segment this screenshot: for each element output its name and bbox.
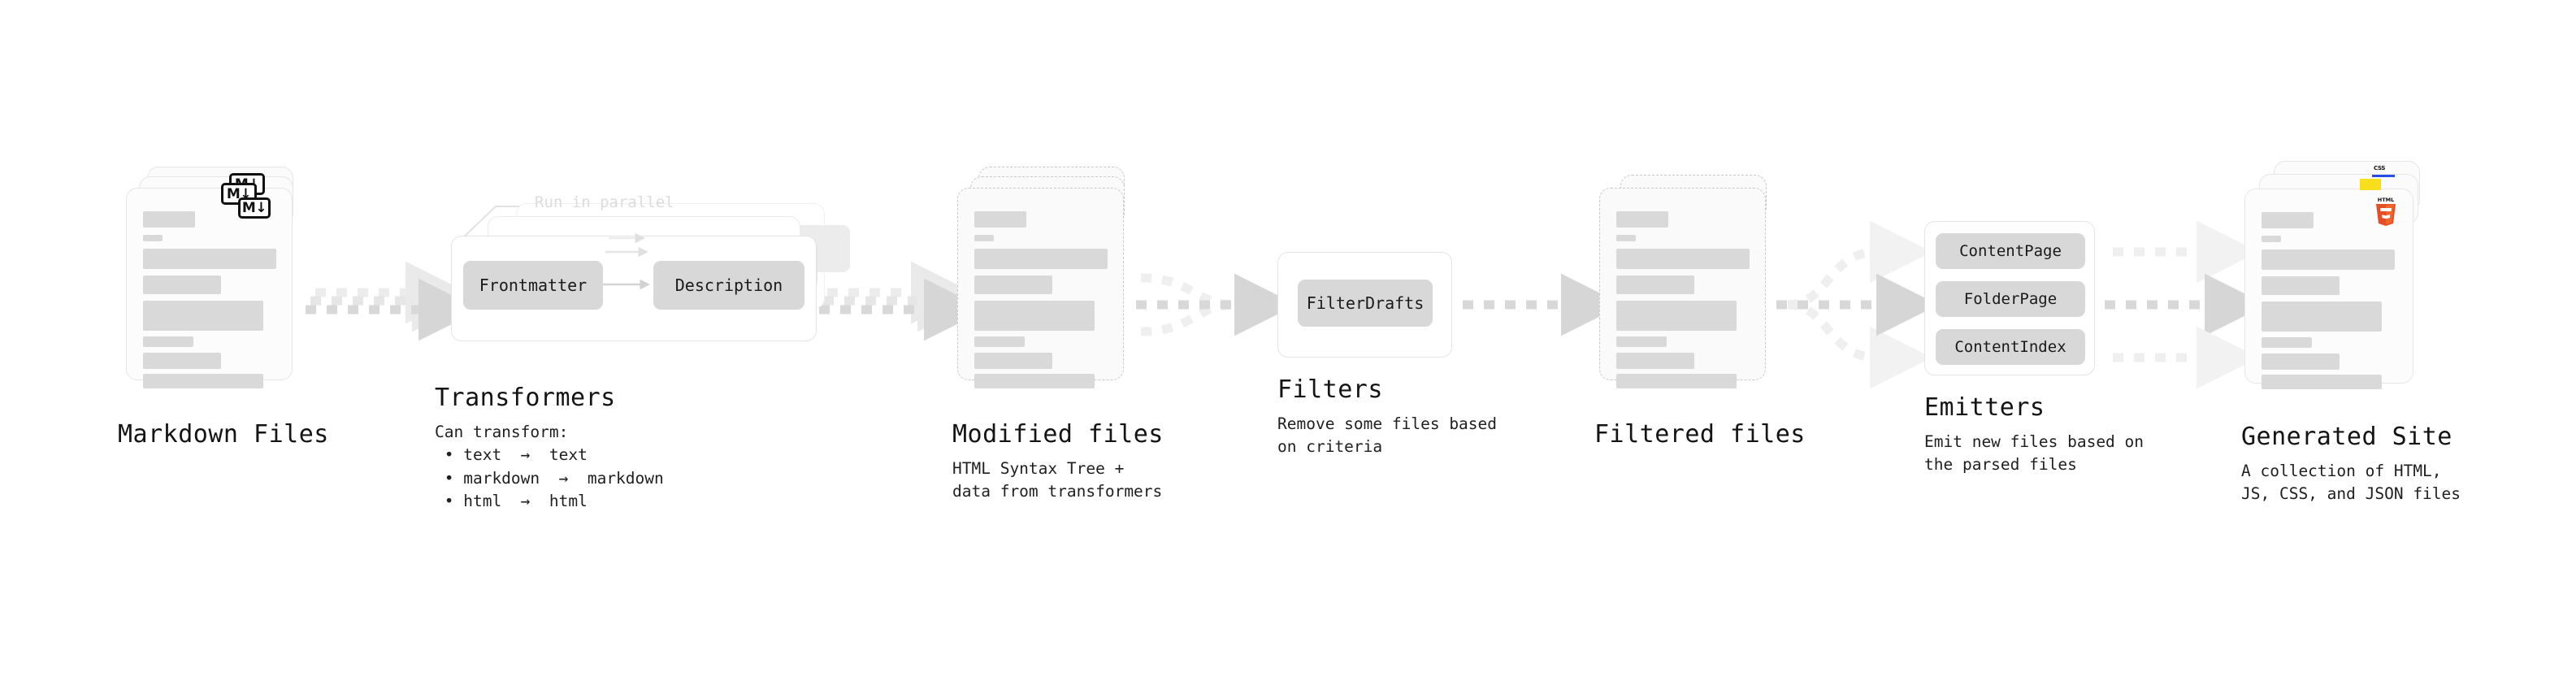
filtered-card-front [1599,188,1766,388]
html5-icon: HTML [2373,195,2399,226]
filtered-file-stack [1599,167,1774,402]
stage-subtitle-modified-files: HTML Syntax Tree + data from transformer… [952,459,1163,501]
markdown-icon: M↓ [238,197,271,219]
stage-transformers: Frontmatter Description Run in parallel [435,193,850,510]
filter-node-filterdrafts[interactable]: FilterDrafts [1298,280,1433,327]
stage-title-transformers: Transformers [435,384,616,412]
stage-title-modified-files: Modified files [952,420,1164,449]
stage-markdown-files: M↓ M↓ M↓ Markdown Files [118,167,328,449]
stage-modified-files: Modified files HTML Syntax Tree + data f… [952,167,1163,501]
stage-title-filters: Filters [1277,375,1383,404]
stage-title-markdown-files: Markdown Files [118,420,329,449]
stage-generated-site: CSS HTML Generated Site A collection of … [2241,161,2461,503]
stage-subtitle-filters: Remove some files based on criteria [1277,414,1498,457]
arrow-filtered-to-emitters [1776,220,1939,389]
generated-site-stack: CSS HTML [2244,161,2431,405]
svg-text:HTML: HTML [2378,197,2394,203]
transformer-node-description[interactable]: Description [653,261,804,310]
stage-title-filtered-files: Filtered files [1594,420,1806,449]
emitter-node-folderpage[interactable]: FolderPage [1936,281,2085,317]
js-icon [2360,179,2381,190]
markdown-card-front [126,188,293,388]
stage-filtered-files: Filtered files [1594,167,1805,449]
markdown-file-stack: M↓ M↓ M↓ [126,167,301,402]
modified-file-stack [957,167,1132,402]
transformer-inner-arrows [599,232,650,290]
emitter-node-contentpage[interactable]: ContentPage [1936,233,2085,269]
transformer-node-frontmatter[interactable]: Frontmatter [463,261,603,310]
filters-card: FilterDrafts [1277,252,1452,358]
arrow-markdown-to-transformers [306,261,481,341]
arrow-modified-to-filters [1136,273,1297,336]
run-in-parallel-label: Run in parallel [535,193,674,211]
stage-subtitle-transformers: Can transform: • text → text • markdown … [435,423,664,510]
transformer-card-front: Frontmatter Description [451,236,817,341]
modified-card-front [957,188,1124,388]
emitters-card: ContentPage FolderPage ContentIndex [1924,221,2095,375]
emitter-node-contentindex[interactable]: ContentIndex [1936,329,2085,365]
arrow-emitters-to-site [2105,220,2267,389]
stage-subtitle-generated-site: A collection of HTML, JS, CSS, and JSON … [2241,462,2461,504]
stage-subtitle-emitters: Emit new files based on the parsed files [1924,432,2144,475]
stage-title-generated-site: Generated Site [2241,423,2452,451]
css-icon: CSS [2372,166,2395,180]
arrow-transformers-to-modified [819,261,987,341]
stage-title-emitters: Emitters [1924,393,2045,422]
transformers-stack: Frontmatter Description [443,203,850,366]
